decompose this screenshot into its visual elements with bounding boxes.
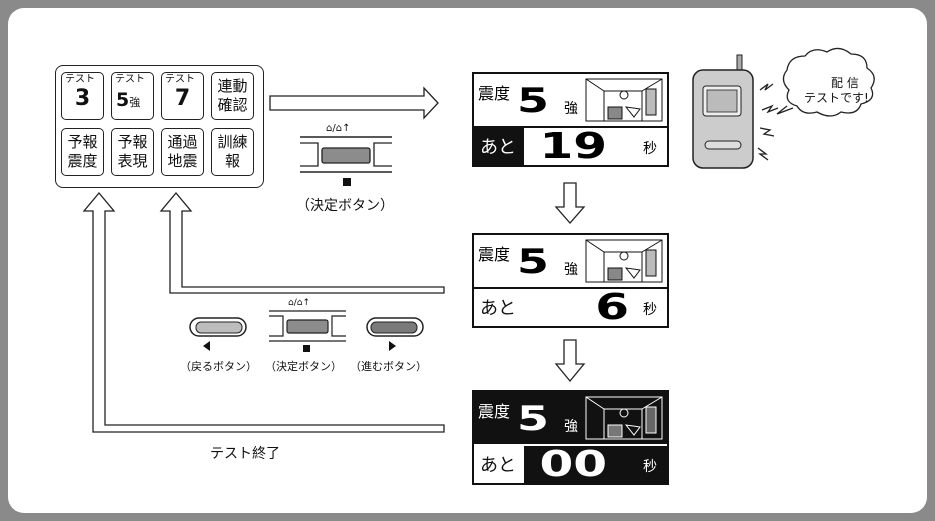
seconds-value: 6 bbox=[595, 287, 629, 328]
lcd-display-00s: 震度 5 強 あと 00 秒 bbox=[472, 390, 669, 485]
button-caption: テスト bbox=[65, 74, 95, 85]
intensity-value: 5 bbox=[517, 399, 549, 439]
intensity-value: 5 bbox=[517, 81, 549, 121]
right-arrow bbox=[269, 86, 439, 120]
forecast-expression-button[interactable]: 予報表現 bbox=[111, 128, 154, 176]
seconds-unit: 秒 bbox=[643, 141, 657, 157]
back-label: （戻るボタン） bbox=[180, 360, 257, 373]
decide-label-top: （決定ボタン） bbox=[296, 198, 394, 214]
intensity-suffix: 強 bbox=[564, 419, 578, 435]
end-arrow bbox=[82, 191, 445, 433]
button-number: 5強 bbox=[116, 89, 141, 111]
lcd-display-19s: 震度 5 強 あと 19 秒 bbox=[472, 72, 669, 167]
room-icon bbox=[585, 78, 663, 122]
button-number: 7 bbox=[174, 86, 191, 111]
lcd-display-6s: 震度 5 強 あと 6 秒 bbox=[472, 233, 669, 328]
button-label: 予報震度 bbox=[67, 133, 98, 170]
button-label: 訓練報 bbox=[217, 133, 248, 170]
intensity-label: 震度 bbox=[478, 245, 511, 264]
button-caption: テスト bbox=[115, 74, 145, 85]
bubble-line-2: テストです! bbox=[804, 91, 869, 105]
remaining-label: あと bbox=[474, 128, 524, 165]
forward-label: （進むボタン） bbox=[350, 360, 427, 373]
phone-illustration bbox=[692, 54, 779, 169]
forecast-intensity-button[interactable]: 予報震度 bbox=[61, 128, 104, 176]
test-5-strong-button[interactable]: テスト 5強 bbox=[111, 72, 154, 120]
down-arrow bbox=[554, 182, 586, 224]
test-end-label: テスト終了 bbox=[210, 446, 280, 462]
button-caption: テスト bbox=[165, 74, 195, 85]
remaining-label: あと bbox=[474, 446, 524, 483]
back-control bbox=[189, 317, 247, 351]
room-icon bbox=[585, 396, 663, 440]
decide-control-top bbox=[300, 136, 392, 186]
decide-control-bottom bbox=[269, 310, 346, 352]
speech-bubble bbox=[776, 47, 875, 117]
test-3-button[interactable]: テスト 3 bbox=[61, 72, 104, 120]
button-label: 連動確認 bbox=[217, 77, 248, 114]
decide-label-bottom: （決定ボタン） bbox=[265, 360, 342, 373]
seconds-unit: 秒 bbox=[643, 459, 657, 475]
test-7-button[interactable]: テスト 7 bbox=[161, 72, 204, 120]
passing-quake-button[interactable]: 通過地震 bbox=[161, 128, 204, 176]
linkage-check-button[interactable]: 連動確認 bbox=[211, 72, 254, 120]
test-menu-panel: テスト 3 テスト 5強 テスト 7 連動確認 予報震度 予報表現 通過地震 訓… bbox=[55, 65, 264, 188]
intensity-suffix: 強 bbox=[564, 101, 578, 117]
button-label: 通過地震 bbox=[167, 133, 198, 170]
seconds-value: 19 bbox=[539, 126, 607, 167]
room-icon bbox=[585, 239, 663, 283]
seconds-unit: 秒 bbox=[643, 302, 657, 318]
seconds-value: 00 bbox=[539, 444, 607, 485]
home-icon: ⌂/⌂↑ bbox=[288, 298, 310, 308]
drill-report-button[interactable]: 訓練報 bbox=[211, 128, 254, 176]
bubble-line-1: 配 信 bbox=[831, 76, 859, 90]
button-number: 3 bbox=[74, 86, 91, 111]
intensity-value: 5 bbox=[517, 242, 549, 282]
intensity-label: 震度 bbox=[478, 402, 511, 421]
return-arrow bbox=[159, 191, 445, 294]
intensity-suffix: 強 bbox=[564, 262, 578, 278]
down-arrow bbox=[554, 339, 586, 383]
intensity-label: 震度 bbox=[478, 84, 511, 103]
button-label: 予報表現 bbox=[117, 133, 148, 170]
remaining-label: あと bbox=[480, 298, 516, 319]
forward-control bbox=[366, 317, 424, 351]
home-icon: ⌂/⌂↑ bbox=[326, 123, 351, 134]
